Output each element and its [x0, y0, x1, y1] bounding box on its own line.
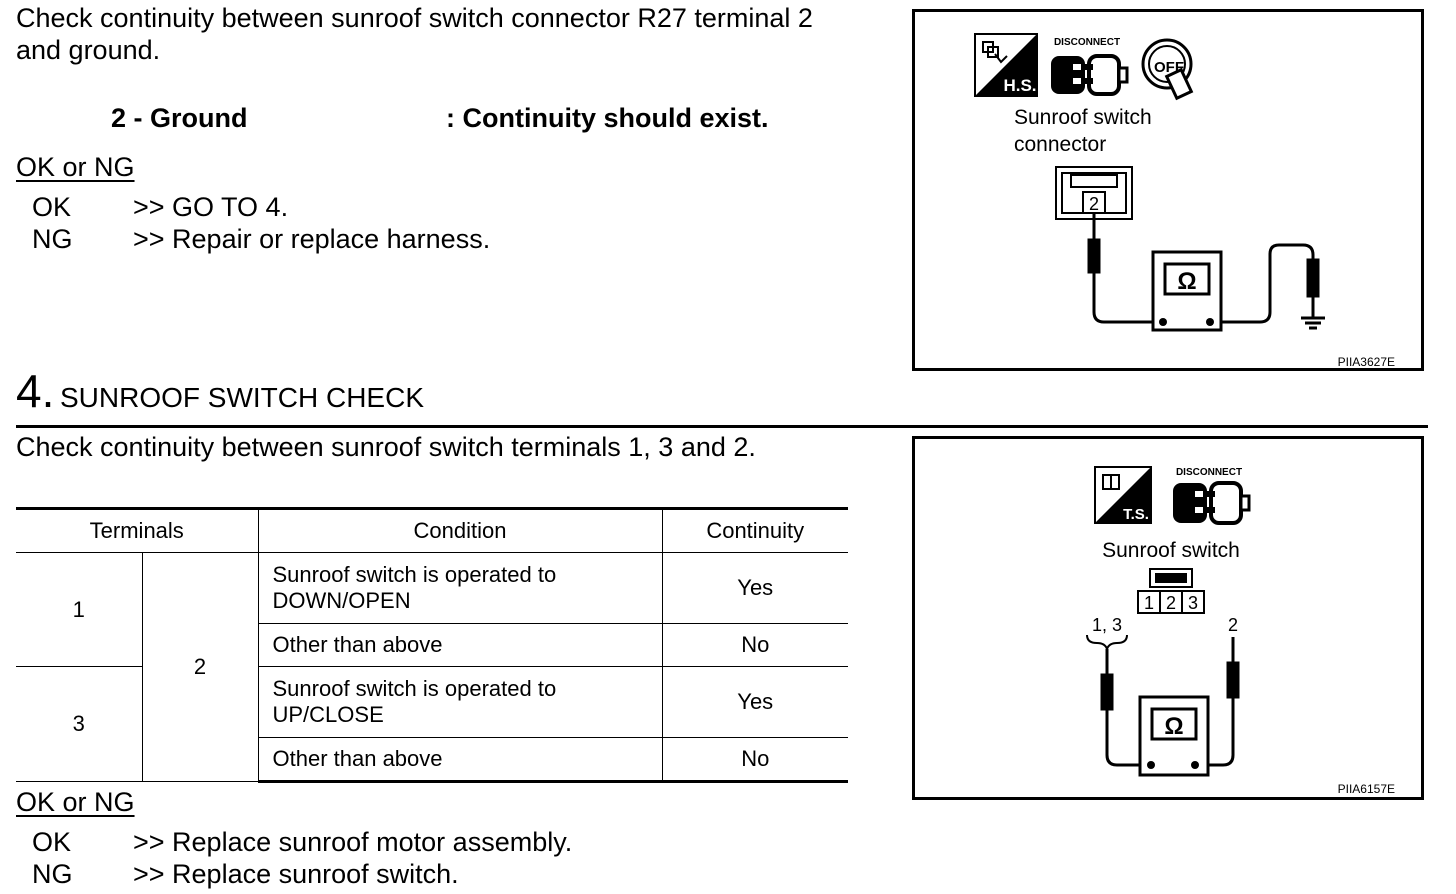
disconnect-icon-text: DISCONNECT — [1176, 467, 1242, 478]
ok-or-ng-heading: OK or NG — [16, 787, 135, 817]
step-number: 4. — [16, 365, 55, 417]
ohmmeter: Ω — [1151, 250, 1223, 332]
ng-action: >> Repair or replace harness. — [133, 224, 491, 254]
condition-cell: Other than above — [258, 623, 663, 667]
condition-text-line1: Sunroof switch is operated to — [272, 676, 557, 701]
ohm-symbol: Ω — [1177, 268, 1196, 295]
switch-label: Sunroof switch — [1102, 539, 1240, 562]
header-condition: Condition — [257, 507, 663, 553]
step-title: SUNROOF SWITCH CHECK — [60, 382, 424, 413]
spec-result: : Continuity should exist. — [446, 103, 769, 133]
check-instruction-line1: Check continuity between sunroof switch … — [16, 3, 813, 33]
continuity-diagram-2: T.S. DISCONNECT Sunroof switch 1 2 3 1, … — [1086, 466, 1395, 796]
disconnect-icon: DISCONNECT — [1173, 467, 1251, 525]
test-leads — [1100, 637, 1240, 767]
connector-terminal-number: 2 — [1089, 194, 1099, 214]
ok-or-ng-heading: OK or NG — [16, 152, 135, 182]
continuity-cell: Yes — [661, 552, 848, 624]
sunroof-switch-connector: 1 2 3 — [1137, 568, 1205, 614]
check-instruction: Check continuity between sunroof switch … — [16, 432, 756, 462]
probe-left-label: 1, 3 — [1092, 615, 1122, 635]
disconnect-icon: DISCONNECT — [1051, 37, 1129, 96]
probe-right-label: 2 — [1228, 615, 1238, 635]
connector-label-line1: Sunroof switch — [1014, 106, 1152, 129]
terminal-cell: 3 — [16, 666, 143, 782]
continuity-cell: Yes — [661, 666, 848, 738]
ng-label: NG — [32, 224, 73, 254]
ts-icon: T.S. — [1094, 466, 1152, 524]
ohm-symbol: Ω — [1164, 713, 1183, 740]
connector-label-line2: connector — [1014, 133, 1106, 156]
sunroof-switch-connector: 2 — [1055, 166, 1133, 220]
figure-code: PIIA6157E — [1338, 782, 1395, 796]
table-row: Other than above No — [16, 623, 848, 667]
continuity-cell: No — [661, 623, 848, 667]
ignition-off-icon: OFF — [1141, 38, 1194, 101]
table-row: Other than above No — [16, 737, 848, 783]
ts-icon-text: T.S. — [1123, 506, 1149, 523]
continuity-diagram-1: H.S. DISCONNECT OFF Sunroof switch conne… — [974, 33, 1395, 369]
check-instruction-line2: and ground. — [16, 35, 161, 65]
ok-action: >> Replace sunroof motor assembly. — [133, 827, 573, 857]
hs-icon: H.S. — [974, 33, 1038, 97]
terminal-cell: 1 — [16, 552, 143, 667]
figure-connector-to-ground: H.S. DISCONNECT OFF Sunroof switch conne… — [912, 9, 1424, 371]
terminal-number: 3 — [1188, 593, 1198, 613]
figure-code: PIIA3627E — [1338, 355, 1395, 369]
test-leads — [1087, 213, 1325, 330]
ng-action: >> Replace sunroof switch. — [133, 859, 459, 889]
condition-text-line2: DOWN/OPEN — [272, 588, 411, 613]
header-terminals: Terminals — [16, 507, 259, 553]
terminal-common-cell: 2 — [141, 552, 259, 782]
ok-label: OK — [32, 827, 72, 857]
condition-cell: Other than above — [258, 737, 663, 783]
condition-text-line1: Sunroof switch is operated to — [272, 562, 557, 587]
header-continuity: Continuity — [661, 507, 848, 553]
ng-label: NG — [32, 859, 73, 889]
figure-switch-terminals: T.S. DISCONNECT Sunroof switch 1 2 3 1, … — [912, 436, 1424, 800]
off-icon-text: OFF — [1154, 59, 1184, 76]
ok-action: >> GO TO 4. — [133, 192, 289, 222]
ok-label: OK — [32, 192, 72, 222]
hs-icon-text: H.S. — [1003, 76, 1036, 95]
terminal-number: 1 — [1144, 593, 1154, 613]
disconnect-icon-text: DISCONNECT — [1054, 37, 1120, 48]
continuity-cell: No — [661, 737, 848, 783]
continuity-table: Terminals Condition Continuity 1 2 Sunro… — [16, 507, 848, 783]
terminal-brace — [1086, 634, 1128, 653]
terminal-number: 2 — [1166, 593, 1176, 613]
spec-terminals: 2 - Ground — [111, 103, 248, 133]
ohmmeter: Ω — [1138, 695, 1210, 777]
condition-text-line2: UP/CLOSE — [272, 702, 384, 727]
section-divider — [16, 425, 1428, 428]
